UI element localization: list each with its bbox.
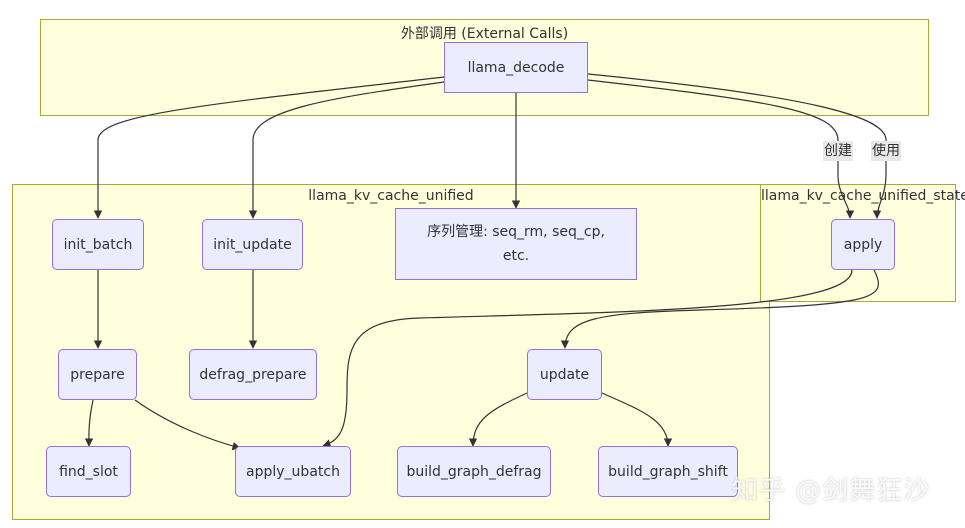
node-update[interactable]: update	[527, 349, 602, 400]
cluster-title-external-calls: 外部调用 (External Calls)	[400, 26, 569, 42]
node-init-batch[interactable]: init_batch	[52, 219, 144, 270]
cluster-title-kv-cache-unified: llama_kv_cache_unified	[308, 188, 474, 204]
node-apply-ubatch[interactable]: apply_ubatch	[235, 446, 351, 497]
cluster-title-kv-cache-unified-state: llama_kv_cache_unified_state	[761, 188, 965, 204]
node-find-slot[interactable]: find_slot	[46, 446, 131, 497]
watermark-zhihu: 知乎 @剑舞狂沙	[732, 476, 931, 506]
node-init-update[interactable]: init_update	[202, 219, 303, 270]
node-apply[interactable]: apply	[831, 219, 895, 270]
node-prepare[interactable]: prepare	[58, 349, 137, 400]
node-defrag-prepare[interactable]: defrag_prepare	[189, 349, 317, 400]
edge-label-use: 使用	[871, 141, 901, 161]
node-llama-decode[interactable]: llama_decode	[444, 42, 588, 93]
node-build-graph-shift[interactable]: build_graph_shift	[598, 446, 738, 497]
node-build-graph-defrag[interactable]: build_graph_defrag	[397, 446, 551, 497]
node-seq-management[interactable]: 序列管理: seq_rm, seq_cp, etc.	[395, 208, 637, 280]
edge-label-create: 创建	[823, 141, 853, 161]
